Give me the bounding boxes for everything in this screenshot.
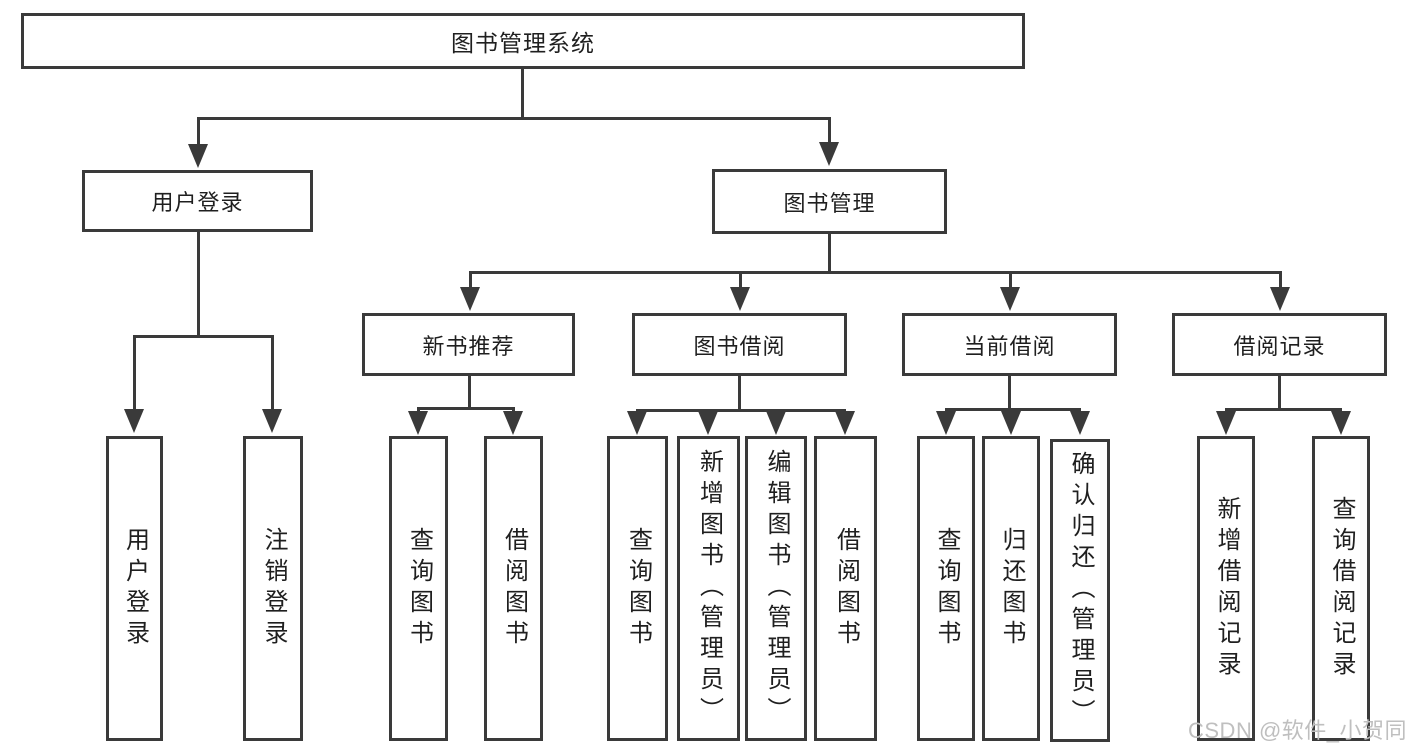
connector-mgmt-bar xyxy=(469,271,1282,274)
connector-user-login-drop xyxy=(197,117,200,147)
node-borrow-records: 借阅记录 xyxy=(1172,313,1387,376)
connector-user-group-bar xyxy=(133,335,274,338)
arrow-down-icon xyxy=(1216,411,1236,435)
node-book-borrow: 图书借阅 xyxy=(632,313,847,376)
leaf-add-books-admin-label: 新增图书（管理员） xyxy=(695,449,723,728)
connector-recommend-bar xyxy=(417,407,515,410)
leaf-edit-books-admin: 编辑图书（管理员） xyxy=(745,436,807,741)
connector-current-bar xyxy=(945,408,1081,411)
arrow-down-icon xyxy=(1331,411,1351,435)
arrow-down-icon xyxy=(1270,287,1290,311)
leaf-borrow-books: 借阅图书 xyxy=(814,436,877,741)
connector-borrow-bar xyxy=(636,409,846,412)
connector-level3-drop xyxy=(1279,271,1282,291)
connector-current-stem xyxy=(1008,376,1011,411)
node-borrow-records-label: 借阅记录 xyxy=(1233,333,1326,359)
node-current-borrow: 当前借阅 xyxy=(902,313,1117,376)
leaf-logout: 注销登录 xyxy=(243,436,303,741)
leaf-query-borrow-record-label: 查询借阅记录 xyxy=(1328,495,1355,682)
arrow-down-icon xyxy=(124,409,144,433)
arrow-down-icon xyxy=(408,411,428,435)
connector-level3-drop xyxy=(1009,271,1012,291)
node-library-system: 图书管理系统 xyxy=(21,13,1025,69)
connector-mgmt-stem xyxy=(828,234,831,274)
leaf-recommend-query-books-label: 查询图书 xyxy=(405,526,433,651)
leaf-edit-books-admin-label: 编辑图书（管理员） xyxy=(763,449,790,728)
leaf-add-books-admin: 新增图书（管理员） xyxy=(677,436,740,741)
arrow-down-icon xyxy=(835,411,855,435)
connector-records-bar xyxy=(1225,408,1342,411)
node-current-borrow-label: 当前借阅 xyxy=(963,333,1056,359)
connector-recommend-stem xyxy=(468,376,471,410)
leaf-recommend-query-books: 查询图书 xyxy=(389,436,448,741)
connector-records-stem xyxy=(1278,376,1281,411)
leaf-query-borrow-record: 查询借阅记录 xyxy=(1312,436,1370,741)
node-book-management: 图书管理 xyxy=(712,169,947,234)
leaf-confirm-return-admin: 确认归还（管理员） xyxy=(1050,439,1110,742)
arrow-down-icon xyxy=(627,411,647,435)
connector-leaf-drop xyxy=(133,335,136,411)
connector-root-bar xyxy=(197,117,831,120)
leaf-borrow-books-label: 借阅图书 xyxy=(832,526,860,651)
leaf-confirm-return-admin-label: 确认归还（管理员） xyxy=(1067,451,1094,730)
node-user-login-label: 用户登录 xyxy=(151,190,244,215)
leaf-recommend-borrow-books-label: 借阅图书 xyxy=(500,526,528,651)
connector-level3-drop xyxy=(469,271,472,291)
arrow-down-icon xyxy=(262,409,282,433)
connector-root-stem xyxy=(521,69,524,119)
arrow-down-icon xyxy=(698,411,718,435)
arrow-down-icon xyxy=(730,287,750,311)
connector-level3-drop xyxy=(739,271,742,291)
csdn-watermark: CSDN @软件_小贺同学 xyxy=(1188,718,1405,743)
node-book-borrow-label: 图书借阅 xyxy=(693,333,786,359)
node-new-book-recommend-label: 新书推荐 xyxy=(422,333,515,359)
leaf-logout-label: 注销登录 xyxy=(260,526,287,651)
arrow-down-icon xyxy=(766,411,786,435)
leaf-current-query-books-label: 查询图书 xyxy=(933,526,960,651)
arrow-down-icon xyxy=(936,411,956,435)
arrow-down-icon xyxy=(188,144,208,168)
connector-borrow-stem xyxy=(738,376,741,412)
leaf-borrow-query-books: 查询图书 xyxy=(607,436,668,741)
leaf-recommend-borrow-books: 借阅图书 xyxy=(484,436,543,741)
arrow-down-icon xyxy=(819,142,839,166)
node-book-management-label: 图书管理 xyxy=(783,190,876,216)
leaf-user-login-label: 用户登录 xyxy=(121,526,149,651)
leaf-add-borrow-record: 新增借阅记录 xyxy=(1197,436,1255,741)
node-new-book-recommend: 新书推荐 xyxy=(362,313,575,376)
arrow-down-icon xyxy=(1000,287,1020,311)
leaf-borrow-query-books-label: 查询图书 xyxy=(624,526,652,651)
leaf-return-books: 归还图书 xyxy=(982,436,1040,741)
leaf-return-books-label: 归还图书 xyxy=(998,526,1025,651)
connector-user-group-stem xyxy=(197,232,200,338)
node-library-system-label: 图书管理系统 xyxy=(451,30,595,56)
connector-book-mgmt-drop xyxy=(828,117,831,145)
leaf-add-borrow-record-label: 新增借阅记录 xyxy=(1213,495,1240,682)
node-user-login: 用户登录 xyxy=(82,170,313,232)
arrow-down-icon xyxy=(1070,411,1090,435)
leaf-user-login: 用户登录 xyxy=(106,436,163,741)
arrow-down-icon xyxy=(460,287,480,311)
connector-leaf-drop xyxy=(271,335,274,411)
arrow-down-icon xyxy=(503,411,523,435)
arrow-down-icon xyxy=(1001,411,1021,435)
leaf-current-query-books: 查询图书 xyxy=(917,436,975,741)
